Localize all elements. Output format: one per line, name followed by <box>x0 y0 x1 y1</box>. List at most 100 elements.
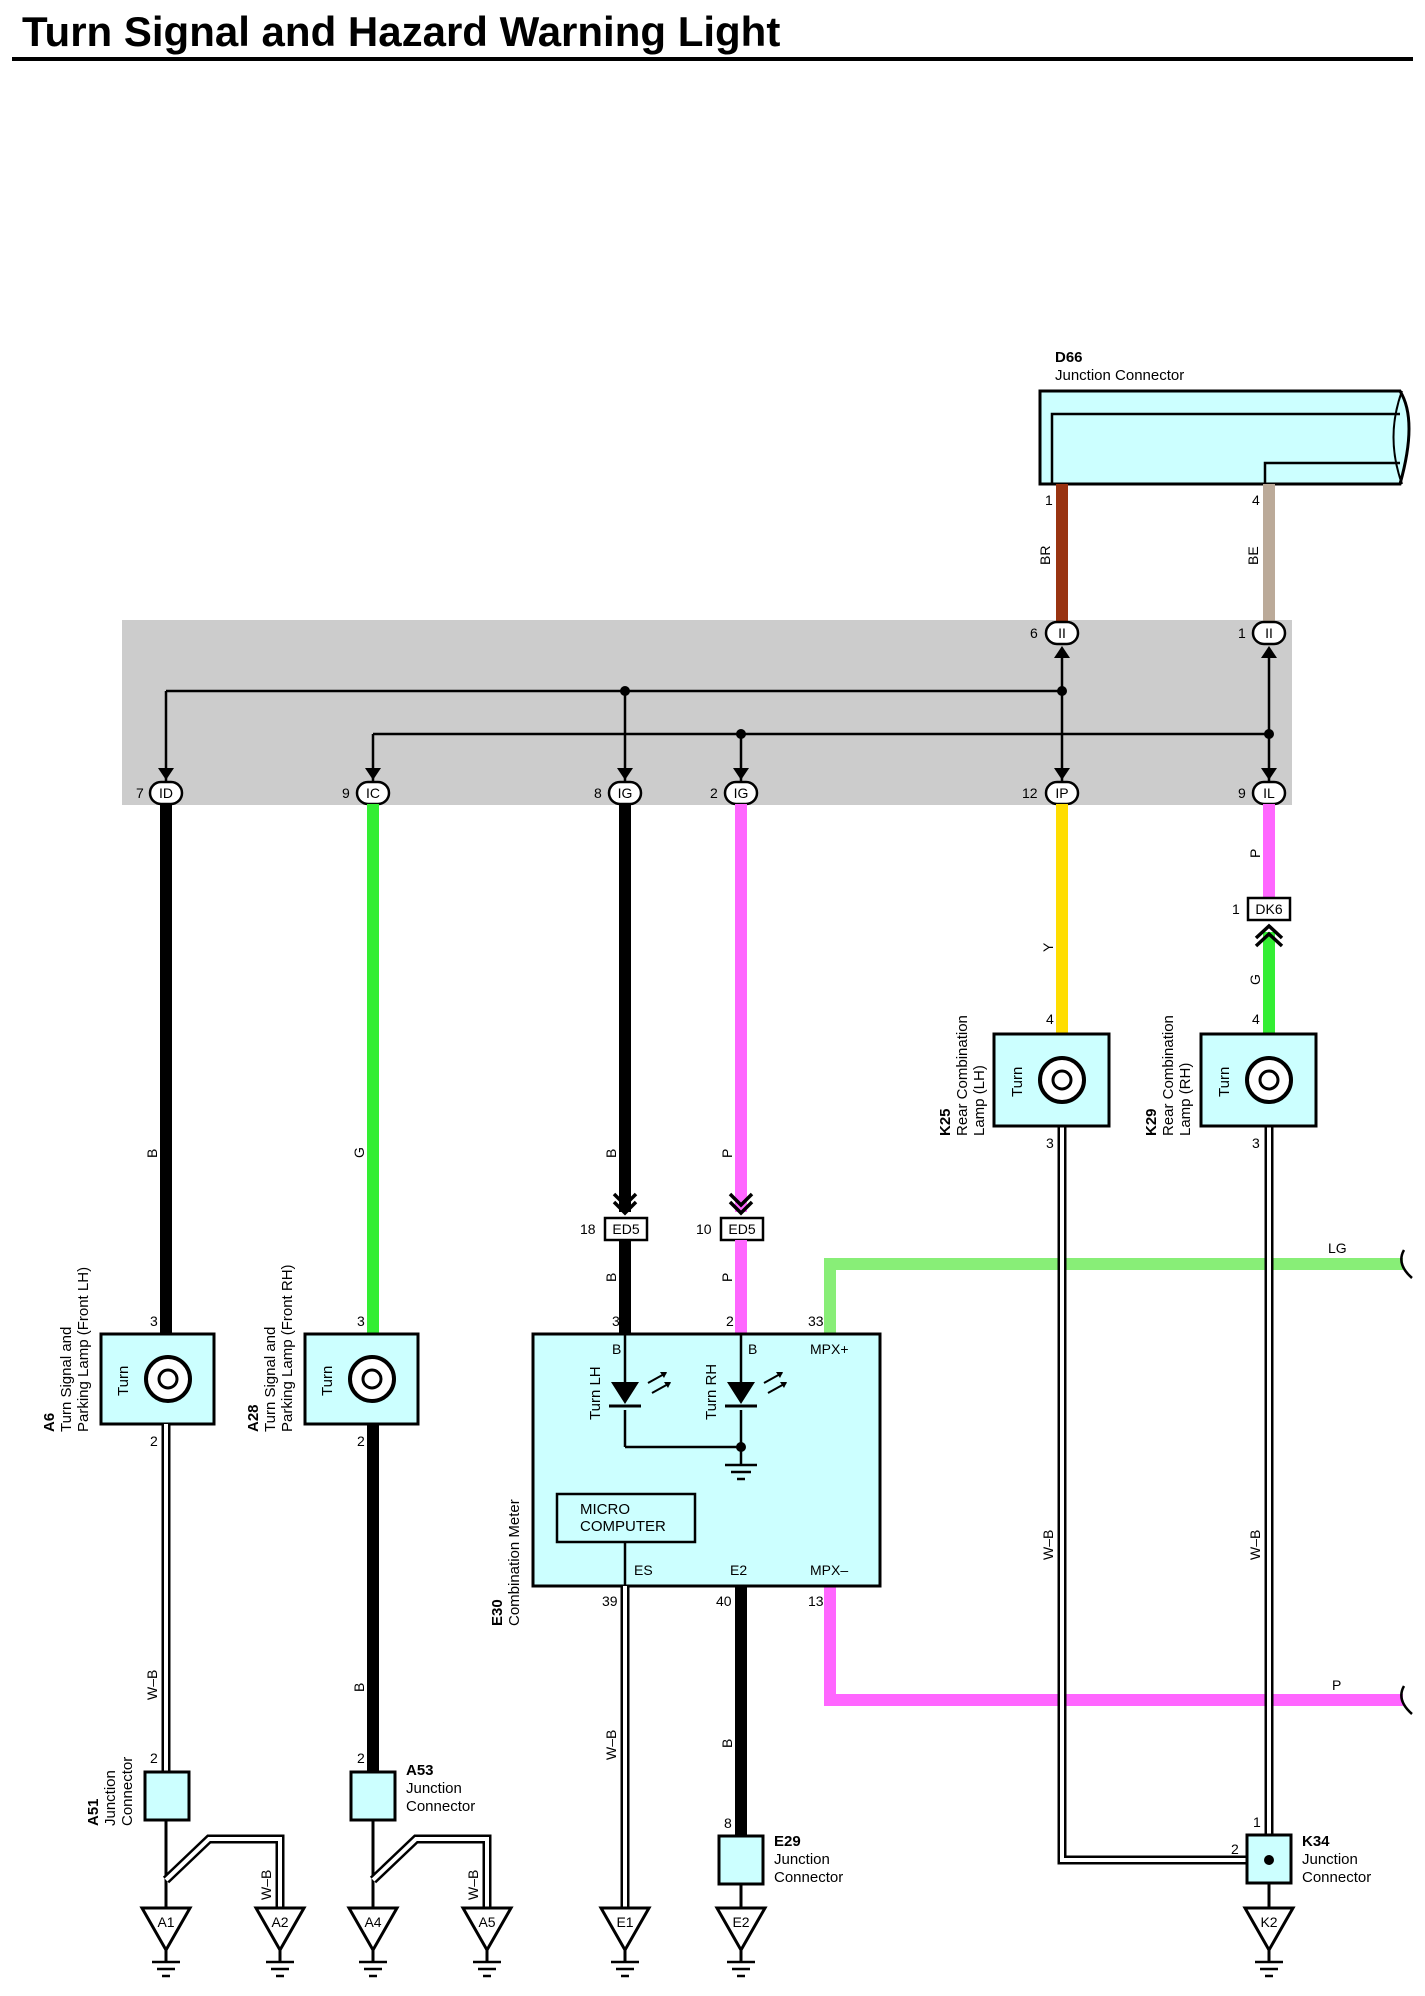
a6-pin-2: 2 <box>150 1433 158 1449</box>
ig1-label: IG <box>618 785 633 801</box>
e30-pin-40: 40 <box>716 1593 732 1609</box>
ip-pin: 12 <box>1022 785 1038 801</box>
junction-block <box>122 620 1292 805</box>
d66-connector: D66 Junction Connector 1 4 <box>1038 349 1411 508</box>
k25-pin-4: 4 <box>1046 1011 1054 1027</box>
ii-connector-6: II 6 <box>1030 620 1080 646</box>
wire-code-b5: B <box>719 1739 735 1748</box>
k25-rear-lh-lamp: Turn 4 3 K25 Rear Combination Lamp (LH) <box>937 1011 1111 1151</box>
micro-computer-line2: COMPUTER <box>580 1518 666 1535</box>
k34-name-2: Connector <box>1302 1869 1371 1886</box>
ed5b-pin: 10 <box>696 1221 712 1237</box>
a28-pin-2: 2 <box>357 1433 365 1449</box>
a28-name-1: Turn Signal and <box>262 1327 279 1432</box>
wire-code-br: BR <box>1037 546 1053 565</box>
e30-name: Combination Meter <box>506 1499 523 1626</box>
wire-code-b1: B <box>144 1149 160 1158</box>
ii2-pin: 1 <box>1238 625 1246 641</box>
wire-wb-a53-a5 <box>369 1834 492 1908</box>
ic-label: IC <box>366 785 380 801</box>
il-label: IL <box>1263 785 1275 801</box>
micro-computer-line1: MICRO <box>580 1501 630 1518</box>
k25-name-2: Lamp (LH) <box>971 1065 988 1136</box>
ground-label-a4: A4 <box>364 1914 381 1930</box>
wire-code-wb5: W–B <box>1040 1530 1056 1560</box>
ii-connector-1: II 1 <box>1238 620 1287 646</box>
e30-pin-13: 13 <box>808 1593 824 1609</box>
ip-connector: IP 12 <box>1022 780 1080 806</box>
ic-pin: 9 <box>342 785 350 801</box>
il-pin: 9 <box>1238 785 1246 801</box>
a28-front-rh-lamp: Turn 3 2 A28 Turn Signal and Parking Lam… <box>245 1264 420 1449</box>
e30-term-mpxp: MPX+ <box>810 1341 849 1357</box>
a6-front-lh-lamp: Turn 3 2 A6 Turn Signal and Parking Lamp… <box>41 1267 216 1449</box>
k34-pin-1: 1 <box>1253 1814 1261 1830</box>
k29-inner-label: Turn <box>1216 1067 1233 1097</box>
k29-pin-4: 4 <box>1252 1011 1260 1027</box>
d66-pin-4: 4 <box>1252 492 1260 508</box>
wire-code-g1: G <box>351 1147 367 1158</box>
turn-lh-led-icon <box>609 1372 671 1408</box>
e30-term-b2: B <box>748 1341 757 1357</box>
bus-arrowheads <box>158 646 1277 780</box>
ground-a1: A1 <box>139 1906 193 1978</box>
e29-name-1: Junction <box>774 1851 830 1868</box>
dk6-connector: DK6 1 <box>1232 896 1292 948</box>
wire-code-wb6: W–B <box>1247 1530 1263 1560</box>
k29-pin-3: 3 <box>1252 1135 1260 1151</box>
ground-a5: A5 <box>460 1906 514 1978</box>
a28-inner-label: Turn <box>319 1366 336 1396</box>
k29-name-2: Lamp (RH) <box>1177 1063 1194 1136</box>
ground-label-a1: A1 <box>157 1914 174 1930</box>
wire-code-wb1: W–B <box>144 1670 160 1700</box>
e30-pin-39: 39 <box>602 1593 618 1609</box>
id-label: ID <box>159 785 173 801</box>
wire-lg <box>824 1258 1403 1334</box>
a53-name-2: Connector <box>406 1798 475 1815</box>
wire-code-p1: P <box>719 1149 735 1158</box>
k25-id: K25 <box>937 1108 954 1136</box>
wire-code-y: Y <box>1040 942 1056 952</box>
ig-connector-8: IG 8 <box>594 780 643 806</box>
a28-id: A28 <box>245 1404 262 1432</box>
e30-term-mpxm: MPX– <box>810 1562 848 1578</box>
a6-inner-label: Turn <box>115 1366 132 1396</box>
e30-id: E30 <box>489 1599 506 1626</box>
a51-name-2: Connector <box>119 1757 136 1826</box>
ed5a-pin: 18 <box>580 1221 596 1237</box>
wire-wb-a51-a2 <box>162 1834 285 1908</box>
a6-name-2: Parking Lamp (Front LH) <box>75 1267 92 1432</box>
e29-id: E29 <box>774 1833 801 1850</box>
wire-code-p3: P <box>1247 849 1263 858</box>
bus-junction-dots <box>620 686 1274 739</box>
k29-name-1: Rear Combination <box>1160 1015 1177 1136</box>
k34-name-1: Junction <box>1302 1851 1358 1868</box>
wire-code-g2: G <box>1247 974 1263 985</box>
e30-pin-33: 33 <box>808 1313 824 1329</box>
ii2-label: II <box>1265 625 1273 641</box>
wire-code-wb2: W–B <box>258 1870 274 1900</box>
id-connector: ID 7 <box>136 780 184 806</box>
k34-pin-2: 2 <box>1231 1841 1239 1857</box>
wire-code-p2: P <box>719 1273 735 1282</box>
k25-inner-label: Turn <box>1009 1067 1026 1097</box>
wire-code-be: BE <box>1245 546 1261 565</box>
ground-label-a2: A2 <box>271 1914 288 1930</box>
ii1-pin: 6 <box>1030 625 1038 641</box>
wire-code-lg: LG <box>1328 1240 1347 1256</box>
ground-a2: A2 <box>253 1906 307 1978</box>
ground-label-a5: A5 <box>478 1914 495 1930</box>
d66-name: Junction Connector <box>1055 367 1184 384</box>
ii1-label: II <box>1058 625 1066 641</box>
k34-junction-connector: 1 2 K34 Junction Connector <box>1231 1814 1371 1886</box>
a51-pin: 2 <box>150 1750 158 1766</box>
a28-pin-3: 3 <box>357 1313 365 1329</box>
ed5-connector-18: ED5 18 <box>580 1192 649 1242</box>
wire-code-b2: B <box>603 1149 619 1158</box>
wire-code-wb4: W–B <box>603 1730 619 1760</box>
a51-junction-connector: 2 A51 Junction Connector <box>85 1750 191 1826</box>
d66-id: D66 <box>1055 349 1083 366</box>
wire-code-wb3: W–B <box>465 1870 481 1900</box>
e30-term-e2: E2 <box>730 1562 747 1578</box>
